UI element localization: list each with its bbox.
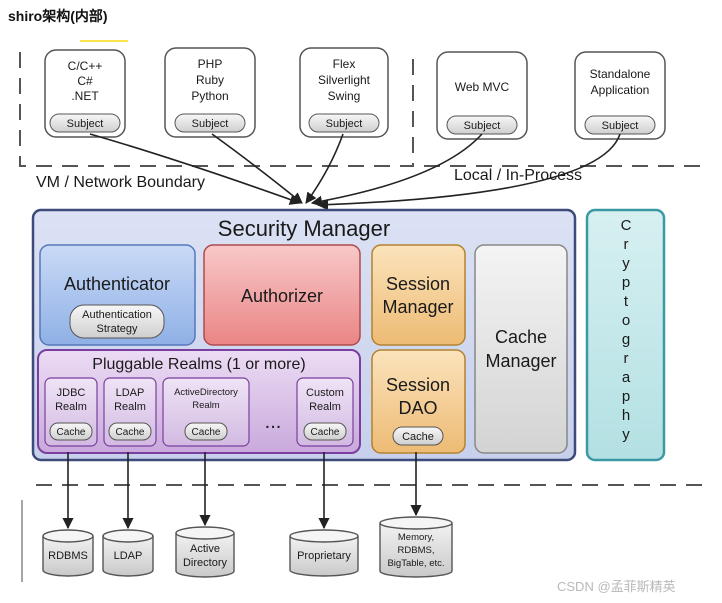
session-manager-label: Manager — [382, 297, 453, 317]
cache-manager-label: Cache — [495, 327, 547, 347]
authentication-strategy-label: Strategy — [97, 323, 138, 335]
cryptography-letter: h — [622, 407, 630, 424]
datastore-label: Proprietary — [297, 550, 351, 562]
cache-pill: Cache — [116, 427, 145, 438]
session-dao-label: Session — [386, 375, 450, 395]
cryptography-letter: o — [622, 312, 630, 329]
cache-pill: Cache — [192, 427, 221, 438]
authentication-strategy-label: Authentication — [82, 309, 152, 321]
subject-pill: Subject — [464, 120, 501, 132]
datastore-memory: Memory, RDBMS, BigTable, etc. — [379, 516, 453, 578]
datastore-label: Memory, — [398, 532, 434, 543]
pluggable-realms-title: Pluggable Realms (1 or more) — [92, 356, 305, 373]
cache-pill: Cache — [311, 427, 340, 438]
session-dao-label: DAO — [398, 398, 437, 418]
cryptography-letter: C — [621, 217, 632, 234]
client-label: C/C++ — [68, 59, 103, 73]
cryptography-letter: a — [622, 369, 631, 386]
datastore-label: Directory — [183, 557, 228, 569]
realm-activedirectory: ActiveDirectory Realm Cache — [162, 377, 250, 447]
client-label: Application — [591, 83, 650, 97]
realm-ldap: LDAP Realm Cache — [103, 377, 157, 447]
local-boundary-label: Local / In-Process — [454, 167, 582, 184]
client-label: Flex — [333, 57, 356, 71]
client-label: Web MVC — [455, 80, 510, 94]
arrow — [89, 133, 302, 205]
client-label: PHP — [198, 57, 223, 71]
client-cpp: C/C++ C# .NET Subject — [44, 49, 126, 138]
arrow — [310, 133, 483, 207]
authorizer-box: Authorizer — [203, 244, 361, 346]
realm-label: Custom — [306, 387, 344, 399]
subject-pill: Subject — [602, 120, 639, 132]
datastore-ldap: LDAP — [102, 529, 154, 577]
datastore-rdbms: RDBMS — [42, 529, 94, 577]
cryptography-letter: y — [622, 255, 630, 272]
datastore-proprietary: Proprietary — [289, 529, 359, 577]
realm-custom: Custom Realm Cache — [296, 377, 354, 447]
authorizer-label: Authorizer — [241, 286, 323, 306]
cache-manager-label: Manager — [485, 351, 556, 371]
client-php: PHP Ruby Python Subject — [164, 47, 256, 138]
realms-ellipsis: ... — [265, 411, 282, 433]
datastore-active-directory: Active Directory — [175, 526, 235, 578]
client-label: Silverlight — [318, 73, 371, 87]
subject-arrows — [89, 133, 621, 211]
client-label: .NET — [71, 89, 99, 103]
realm-label: Realm — [192, 400, 220, 411]
realm-label: LDAP — [116, 387, 145, 399]
realm-label: Realm — [309, 401, 341, 413]
arrow — [211, 133, 303, 204]
realm-label: Realm — [114, 401, 146, 413]
realm-label: JDBC — [57, 387, 86, 399]
realm-label: Realm — [55, 401, 87, 413]
realm-label: ActiveDirectory — [174, 387, 238, 398]
client-standalone: Standalone Application Subject — [574, 51, 666, 140]
client-label: Standalone — [590, 67, 651, 81]
cryptography-letter: p — [622, 274, 630, 291]
realm-jdbc: JDBC Realm Cache — [44, 377, 98, 447]
session-manager-box: Session Manager — [371, 244, 466, 346]
cryptography-letter: p — [622, 388, 630, 405]
cryptography-letter: r — [624, 350, 629, 367]
authenticator-box: Authenticator Authentication Strategy — [39, 244, 196, 346]
arrow — [305, 133, 344, 204]
arrow — [316, 133, 621, 211]
subject-pill: Subject — [67, 118, 104, 130]
pluggable-realms-box: Pluggable Realms (1 or more) JDBC Realm … — [37, 349, 361, 454]
client-webmvc: Web MVC Subject — [436, 51, 528, 140]
vm-boundary-label: VM / Network Boundary — [36, 174, 205, 191]
client-flex: Flex Silverlight Swing Subject — [299, 47, 389, 138]
datastore-label: RDBMS — [48, 550, 88, 562]
datastore-label: BigTable, etc. — [387, 558, 444, 569]
subject-pill: Subject — [192, 118, 229, 130]
datastore-label: Active — [190, 543, 220, 555]
datastore-arrows — [62, 452, 422, 530]
client-label: Swing — [328, 89, 361, 103]
cache-manager-box: Cache Manager — [474, 244, 568, 454]
page-title: shiro架构(内部) — [8, 8, 108, 24]
highlight-mark — [80, 40, 128, 42]
session-manager-label: Session — [386, 274, 450, 294]
vm-boundary-line — [19, 52, 414, 167]
cryptography-letter: t — [624, 293, 629, 310]
security-manager-title: Security Manager — [218, 216, 390, 241]
authenticator-label: Authenticator — [64, 274, 170, 294]
datastore-label: LDAP — [114, 550, 143, 562]
client-label: Ruby — [196, 73, 224, 87]
cache-pill: Cache — [402, 431, 434, 443]
client-label: Python — [191, 89, 228, 103]
cryptography-letter: y — [622, 426, 630, 443]
cryptography-letter: g — [622, 331, 630, 348]
datastore-label: RDBMS, — [398, 545, 435, 556]
cryptography-box: C r y p t o g r a p h y — [585, 208, 666, 462]
cache-pill: Cache — [57, 427, 86, 438]
cryptography-letter: r — [624, 236, 629, 253]
subject-pill: Subject — [326, 118, 363, 130]
watermark: CSDN @孟菲斯精英 — [557, 579, 676, 594]
session-dao-box: Session DAO Cache — [371, 349, 466, 454]
client-label: C# — [77, 74, 93, 88]
